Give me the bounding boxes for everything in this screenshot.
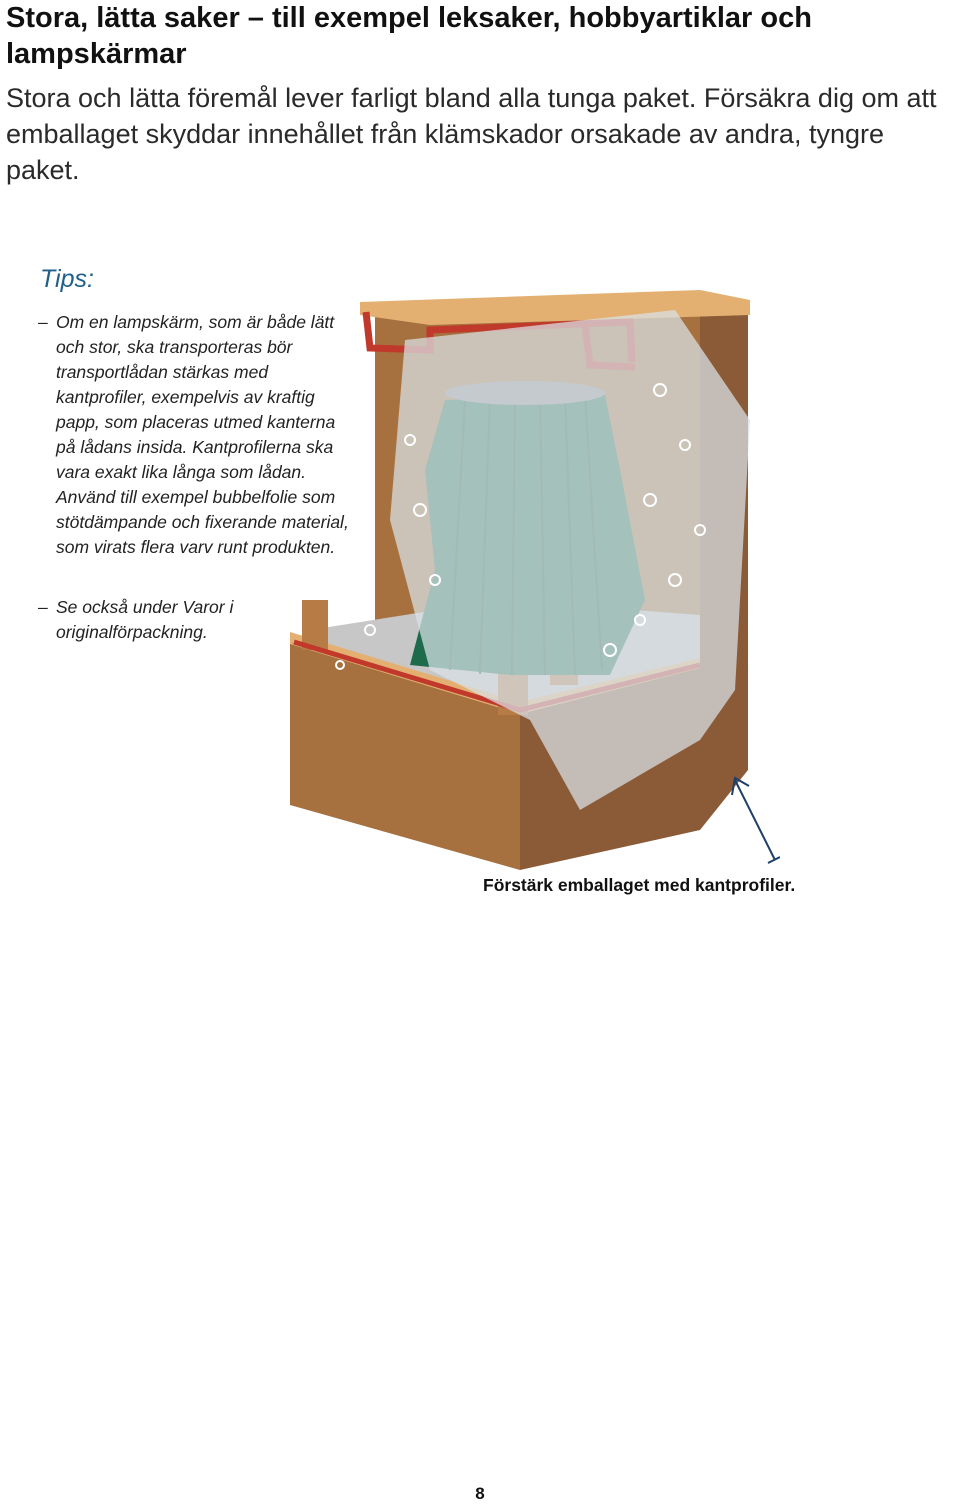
intro-paragraph: Stora och lätta föremål lever farligt bl… <box>6 83 937 185</box>
tip-text: Se också under Varor i originalförpackni… <box>56 597 234 642</box>
tips-title: Tips: <box>40 265 94 293</box>
tip-item-2: – Se också under Varor i originalförpack… <box>38 595 358 645</box>
box-illustration <box>290 290 780 870</box>
tip-item-1: – Om en lampskärm, som är både lätt och … <box>38 310 358 560</box>
page-heading: Stora, lätta saker – till exempel leksak… <box>6 2 812 70</box>
tip-dash: – <box>38 312 48 332</box>
tip-text: Om en lampskärm, som är både lätt och st… <box>56 312 349 557</box>
bubble-dots <box>335 383 706 670</box>
caption-arrow-tail <box>767 856 780 864</box>
bubble-wrap <box>390 310 750 810</box>
box-front-wall <box>290 640 520 870</box>
illustration-caption: Förstärk emballaget med kantprofiler. <box>483 875 796 895</box>
caption-arrow-line <box>734 779 776 861</box>
caption-arrow-head <box>731 776 750 796</box>
tip-dash: – <box>38 597 48 617</box>
corner-post-left <box>302 600 328 650</box>
page-number: 8 <box>475 1484 485 1503</box>
